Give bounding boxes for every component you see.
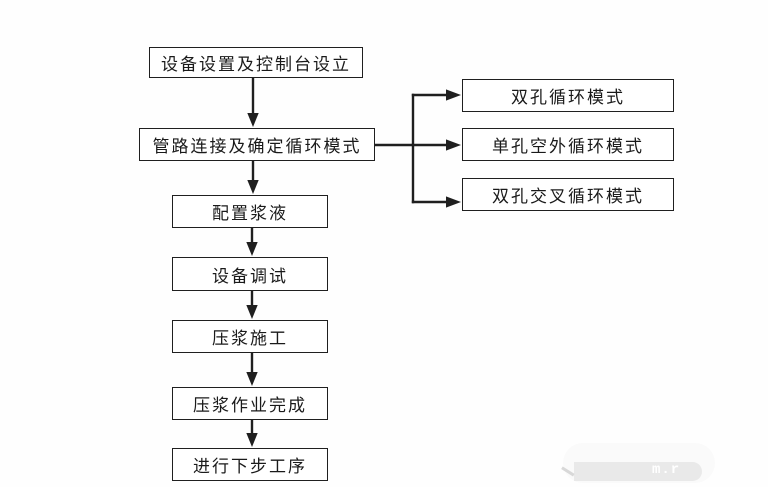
arrow-node6-node7 bbox=[246, 418, 258, 447]
arrow-node3-node4 bbox=[246, 226, 258, 256]
arrow-branch-top bbox=[411, 89, 461, 101]
flow-node-equipment-setup: 设备设置及控制台设立 bbox=[149, 47, 363, 78]
flow-node-grouting-construction: 压浆施工 bbox=[172, 320, 328, 353]
flow-node-label: 进行下步工序 bbox=[193, 457, 307, 476]
flow-node-label: 设备调试 bbox=[212, 266, 288, 286]
flow-node-prepare-slurry: 配置浆液 bbox=[172, 195, 328, 228]
flow-node-single-hole-external-circulation: 单孔空外循环模式 bbox=[462, 128, 674, 161]
watermark-text: m.r bbox=[652, 462, 681, 478]
flow-node-next-procedure: 进行下步工序 bbox=[172, 448, 328, 481]
flow-node-pipe-connection: 管路连接及确定循环模式 bbox=[139, 128, 375, 161]
watermark-band bbox=[574, 462, 702, 481]
flow-node-label: 双孔交叉循环模式 bbox=[492, 187, 644, 206]
flow-node-label: 双孔循环模式 bbox=[511, 88, 625, 107]
arrow-node5-node6 bbox=[246, 351, 258, 386]
arrow-branch-bottom bbox=[411, 196, 461, 208]
flow-node-label: 设备设置及控制台设立 bbox=[161, 55, 351, 74]
arrow-branch-middle bbox=[411, 139, 461, 151]
branch-trunk bbox=[373, 93, 415, 204]
flow-node-grouting-complete: 压浆作业完成 bbox=[172, 387, 328, 420]
flow-node-label: 压浆作业完成 bbox=[193, 396, 307, 415]
flow-node-label: 管路连接及确定循环模式 bbox=[152, 137, 362, 156]
arrow-node1-node2 bbox=[247, 76, 259, 127]
flow-node-label: 压浆施工 bbox=[212, 329, 288, 348]
flow-node-double-hole-cross-circulation: 双孔交叉循环模式 bbox=[462, 178, 674, 211]
flow-node-label: 配置浆液 bbox=[212, 204, 288, 223]
flow-node-label: 单孔空外循环模式 bbox=[492, 137, 644, 156]
flow-node-double-hole-circulation: 双孔循环模式 bbox=[462, 79, 674, 112]
arrow-node4-node5 bbox=[246, 289, 258, 319]
flow-node-equipment-debug: 设备调试 bbox=[172, 257, 328, 291]
arrow-node2-node3 bbox=[247, 159, 259, 194]
